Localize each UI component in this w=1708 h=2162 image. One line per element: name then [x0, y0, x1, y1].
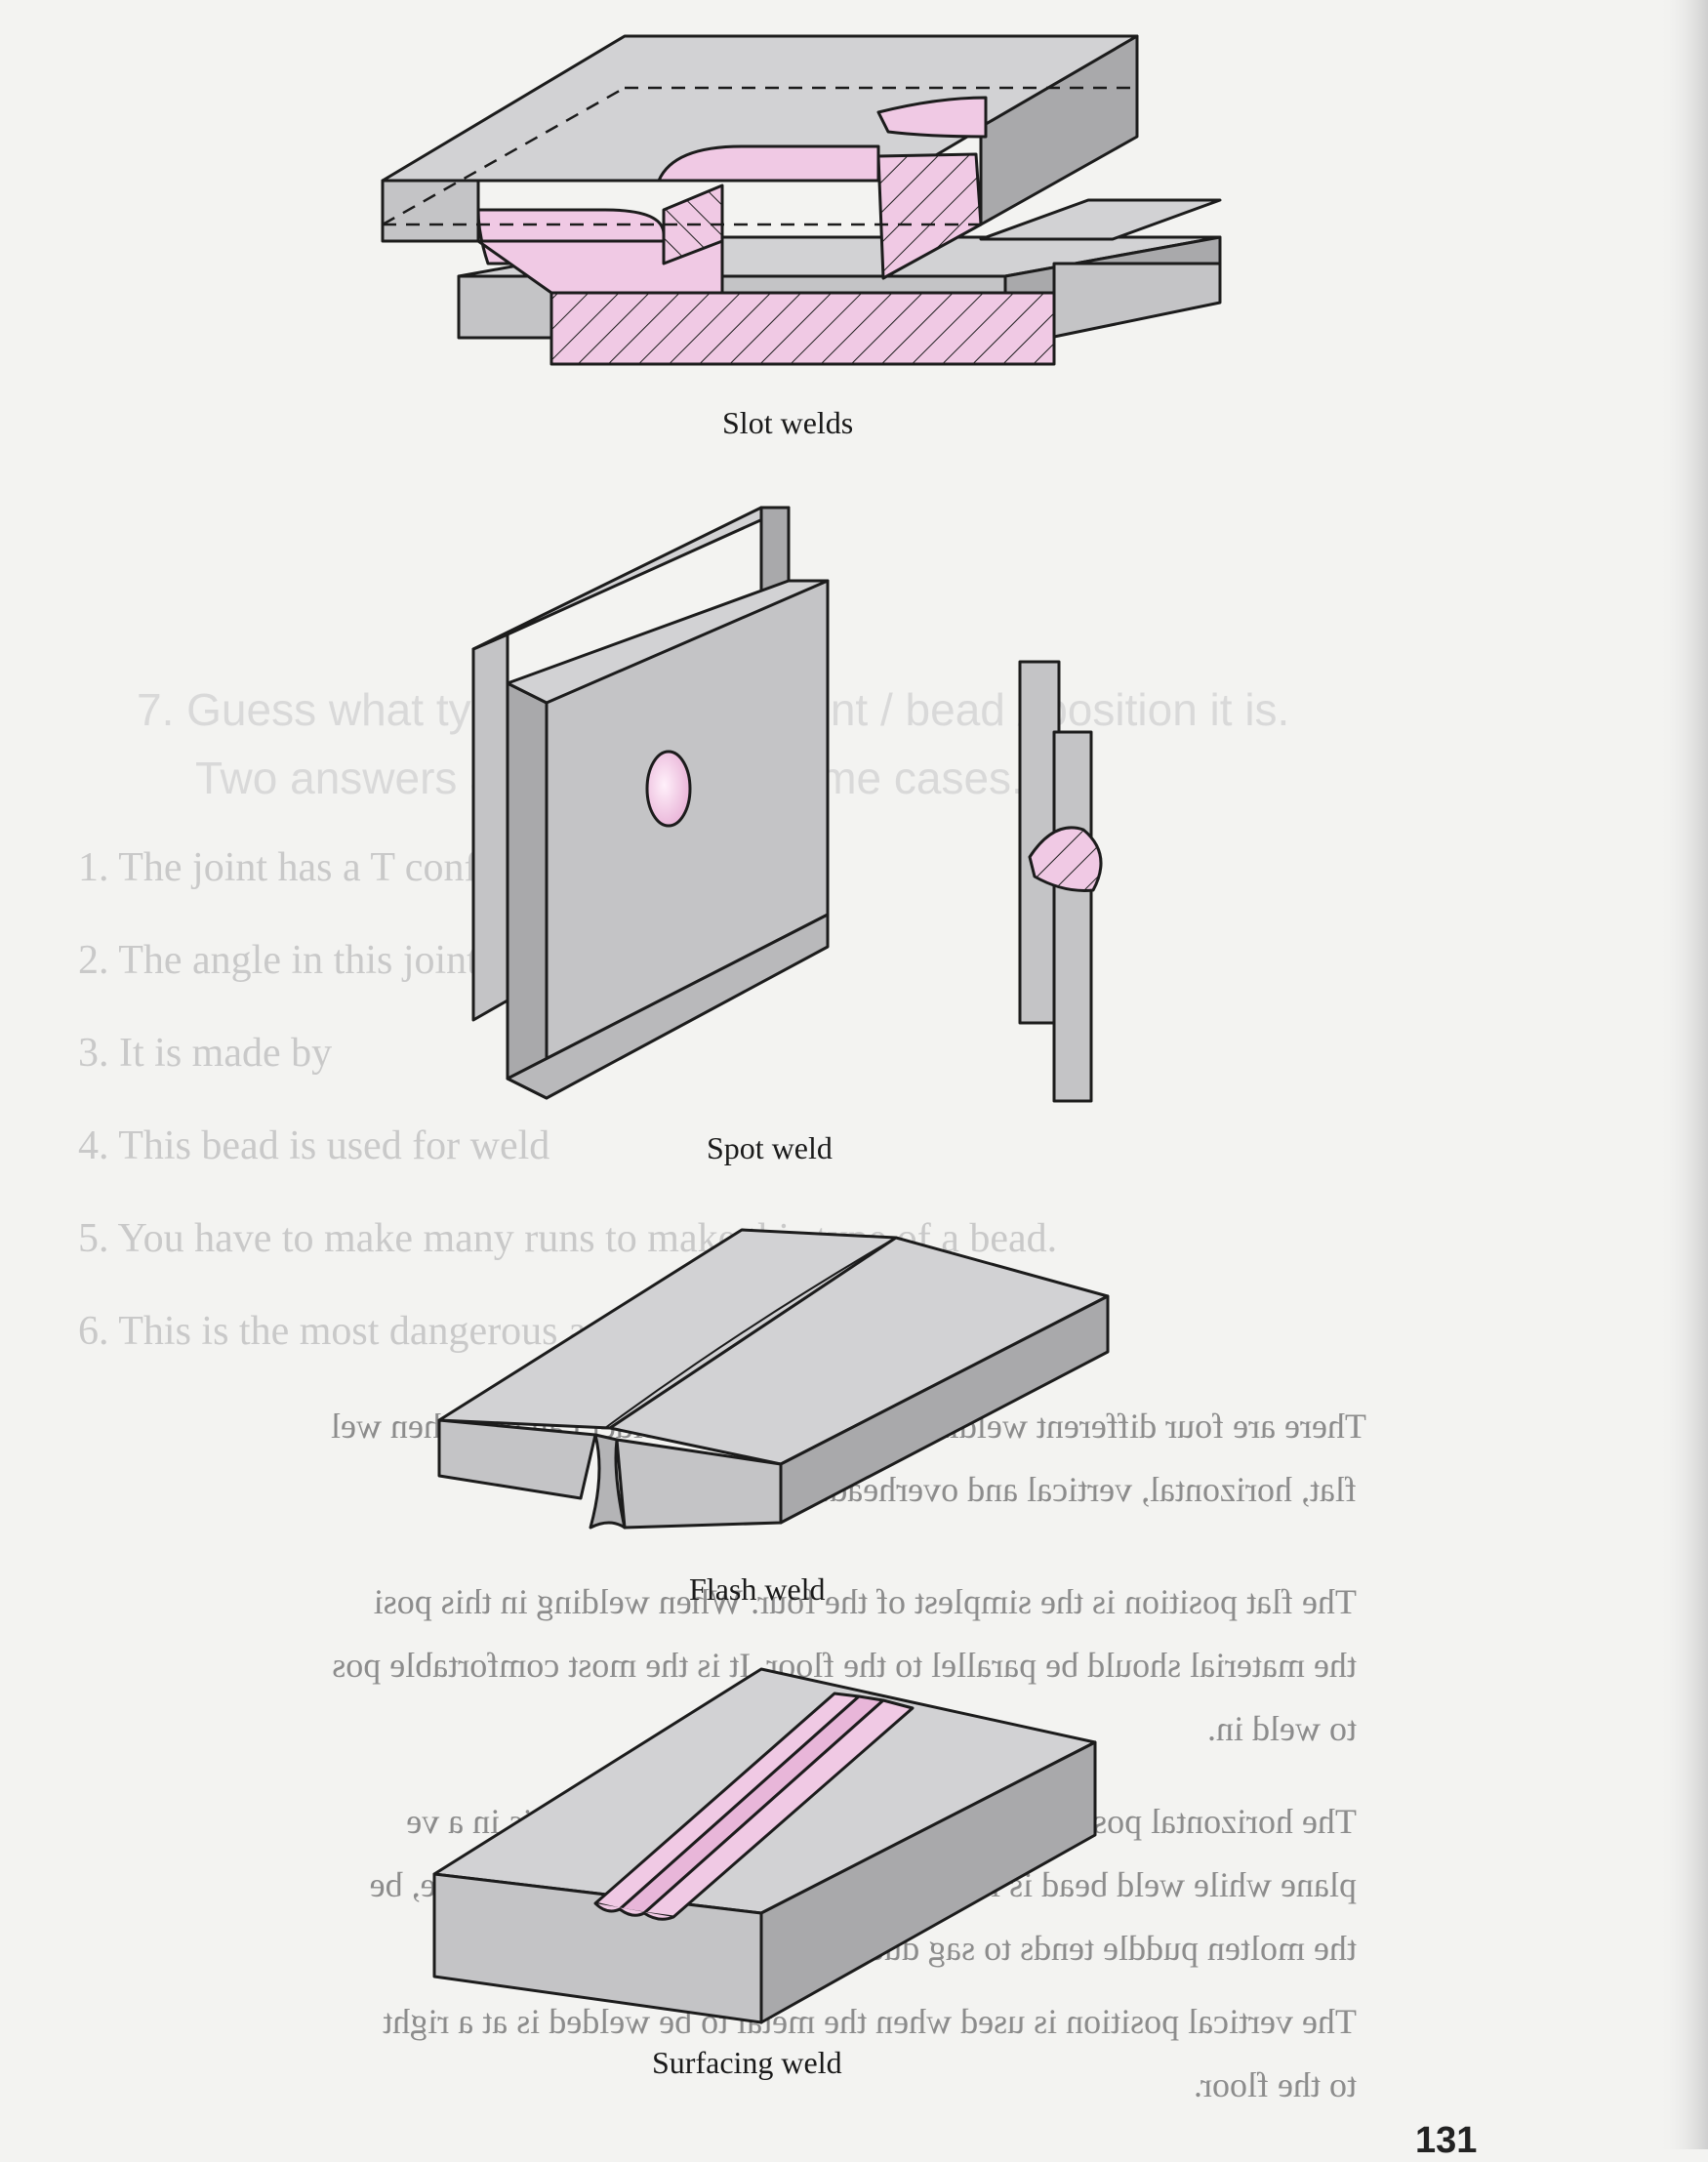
bleed-line: 3. It is made by: [78, 1031, 333, 1076]
slot-weld-face: [476, 239, 724, 295]
spot-weld-caption: Spot weld: [707, 1130, 833, 1165]
slot-2: [657, 144, 880, 183]
bleed-line: 4. This bead is used for weld: [78, 1123, 550, 1168]
slot-top-plate-side: [979, 34, 1139, 226]
spot-front-plate-bottom: [506, 913, 830, 1100]
flash-upset-bead: [589, 1433, 627, 1530]
spot-section-weld: [1028, 826, 1103, 892]
page-number: 131: [1415, 2120, 1478, 2161]
slot-weld-section-front: [549, 291, 1056, 366]
spot-section-plate-2: [1052, 730, 1093, 1103]
surfacing-plate-side: [759, 1740, 1097, 2024]
flash-weld-caption: Flash weld: [689, 1571, 826, 1607]
slot-weld-caption: Slot welds: [722, 405, 854, 440]
flash-right-plate-side: [779, 1294, 1110, 1525]
spot-weld-nugget: [645, 750, 692, 828]
slot-right-block-front: [1052, 262, 1222, 339]
slot-3: [876, 96, 988, 139]
surfacing-weld-caption: Surfacing weld: [652, 2045, 842, 2080]
flash-left-plate-front: [437, 1418, 597, 1500]
slot-right-block-top: [979, 198, 1222, 241]
spot-front-plate-top: [506, 579, 830, 705]
